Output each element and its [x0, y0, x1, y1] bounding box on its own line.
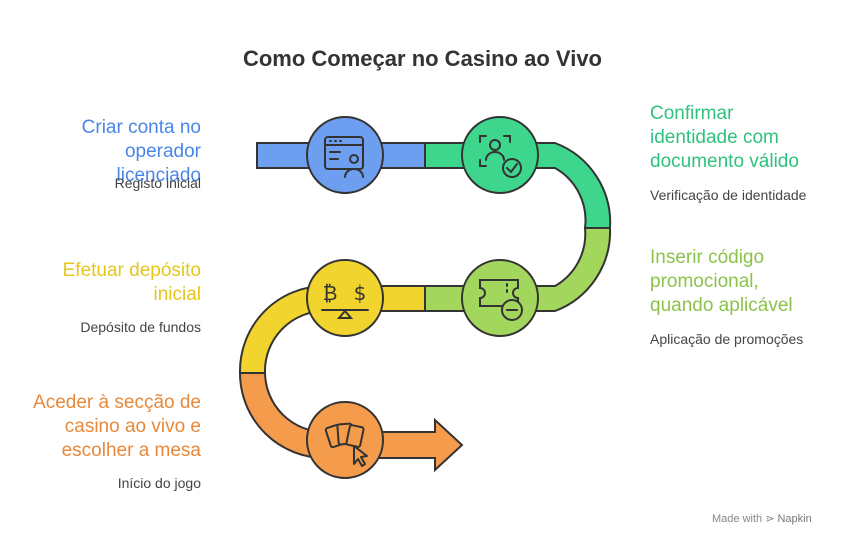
- step-3-title-line: quando aplicável: [650, 295, 793, 316]
- step-1-title-line: operador licenciado: [116, 141, 202, 186]
- made-with-badge[interactable]: Made with ⋗ Napkin: [712, 512, 812, 525]
- svg-text:$: $: [354, 281, 367, 305]
- identity-verification-icon: [479, 135, 522, 178]
- step-5-subtitle: Início do jogo: [117, 475, 201, 491]
- step-2-title-line: Confirmar: [650, 103, 734, 124]
- promo-ticket-icon: [479, 279, 523, 321]
- step-1-title: Criar conta no operador licenciado: [40, 116, 201, 188]
- step-3-title: Inserir código promocional, quando aplic…: [650, 246, 835, 318]
- page-title: Como Começar no Casino ao Vivo: [242, 46, 602, 71]
- step-5-title-line: escolher a mesa: [61, 440, 201, 461]
- step-5-node: [306, 401, 384, 479]
- step-4-title-line: inicial: [153, 284, 201, 305]
- step-2-title: Confirmar identidade com documento válid…: [650, 102, 835, 174]
- step-4-title: Efetuar depósito inicial: [40, 259, 201, 307]
- step-5-title-line: casino ao vivo e: [64, 416, 201, 437]
- svg-text:₿: ₿: [323, 281, 338, 305]
- step-2-title-line: documento válido: [650, 151, 799, 172]
- brand-name: Napkin: [777, 513, 812, 525]
- step-2-node: [461, 116, 539, 194]
- step-3-title-line: promocional,: [650, 271, 759, 292]
- playing-cards-icon: [324, 422, 368, 467]
- step-3-node: [461, 259, 539, 337]
- step-2-title-line: identidade com: [650, 127, 779, 148]
- step-4-node: ₿ $: [306, 259, 384, 337]
- step-1-node: [306, 116, 384, 194]
- made-with-label: Made with: [712, 513, 763, 525]
- step-5-title: Aceder à secção de casino ao vivo e esco…: [10, 391, 201, 463]
- path-segment-orange: [238, 372, 464, 473]
- currency-balance-icon: ₿ $: [321, 281, 369, 319]
- step-4-title-line: Efetuar depósito: [62, 260, 201, 281]
- step-3-title-line: Inserir código: [650, 247, 765, 268]
- step-1-title-line: Criar conta no: [81, 117, 201, 138]
- step-2-subtitle: Verificação de identidade: [650, 187, 807, 203]
- account-registration-icon: [324, 136, 364, 178]
- step-5-title-line: Aceder à secção de: [33, 392, 201, 413]
- step-3-subtitle: Aplicação de promoções: [650, 331, 804, 347]
- napkin-logo-icon: ⋗: [765, 513, 775, 525]
- step-1-subtitle: Registo inicial: [114, 175, 201, 191]
- step-4-subtitle: Depósito de fundos: [80, 319, 201, 335]
